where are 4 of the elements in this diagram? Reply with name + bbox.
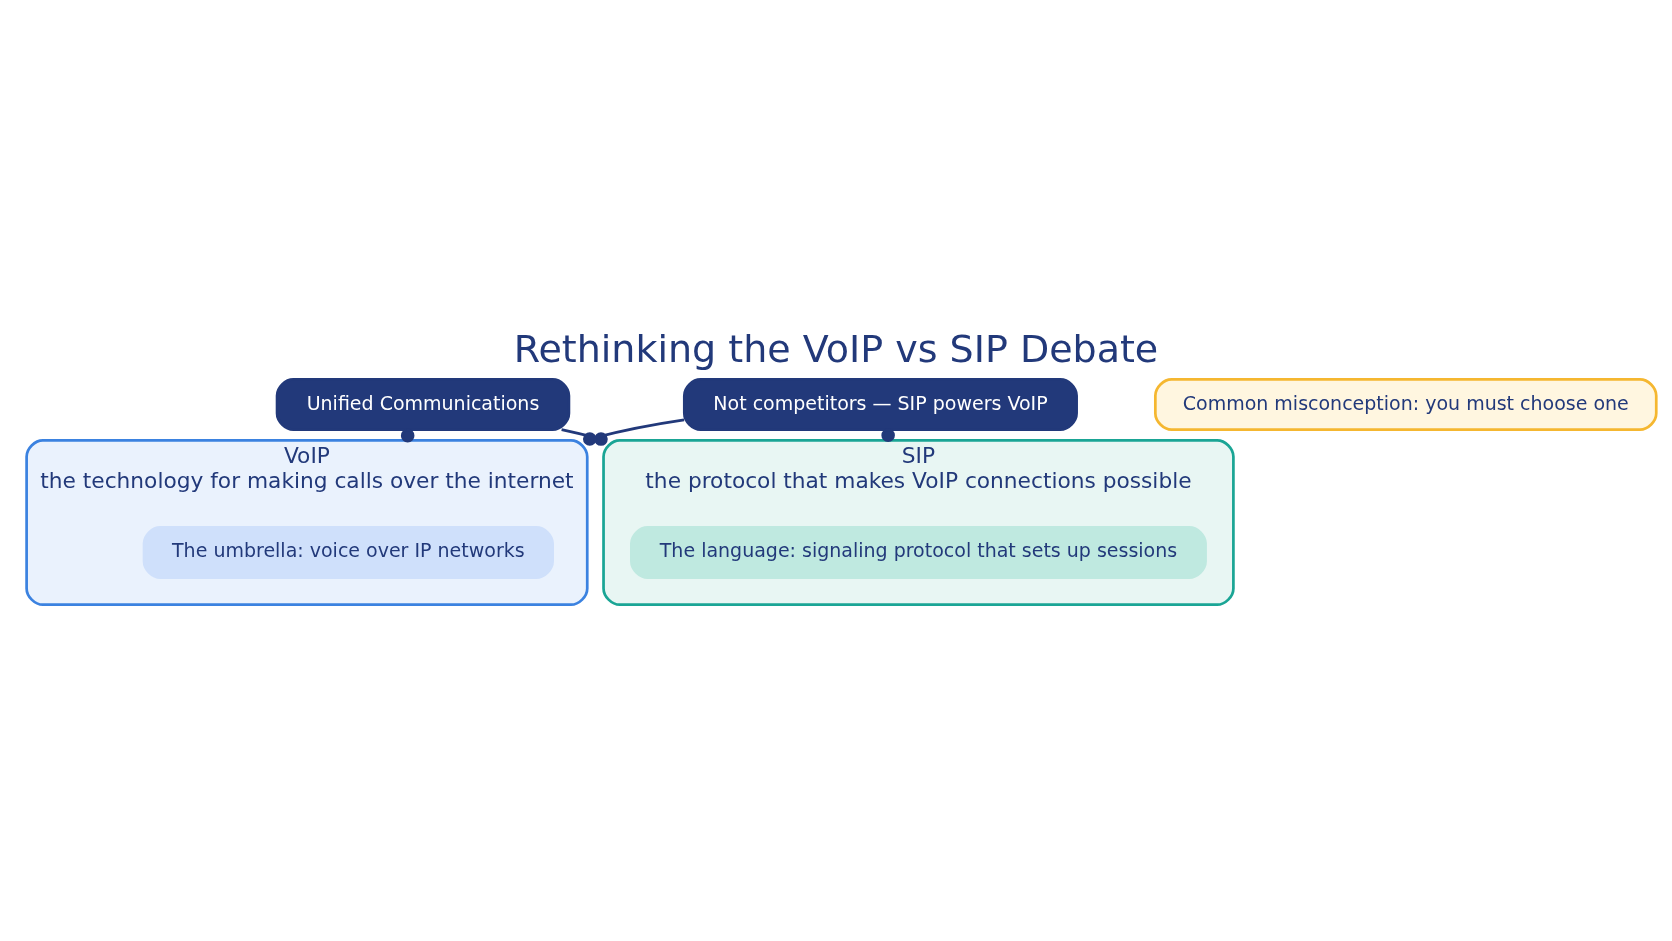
diagram-title: Rethinking the VoIP vs SIP Debate	[513, 326, 1159, 371]
node-box: The umbrella: voice over IP networks	[142, 525, 554, 579]
node-box: The language: signaling protocol that sets up sessions	[630, 525, 1207, 579]
node-box: Common misconception: you must choose one	[1154, 377, 1658, 431]
